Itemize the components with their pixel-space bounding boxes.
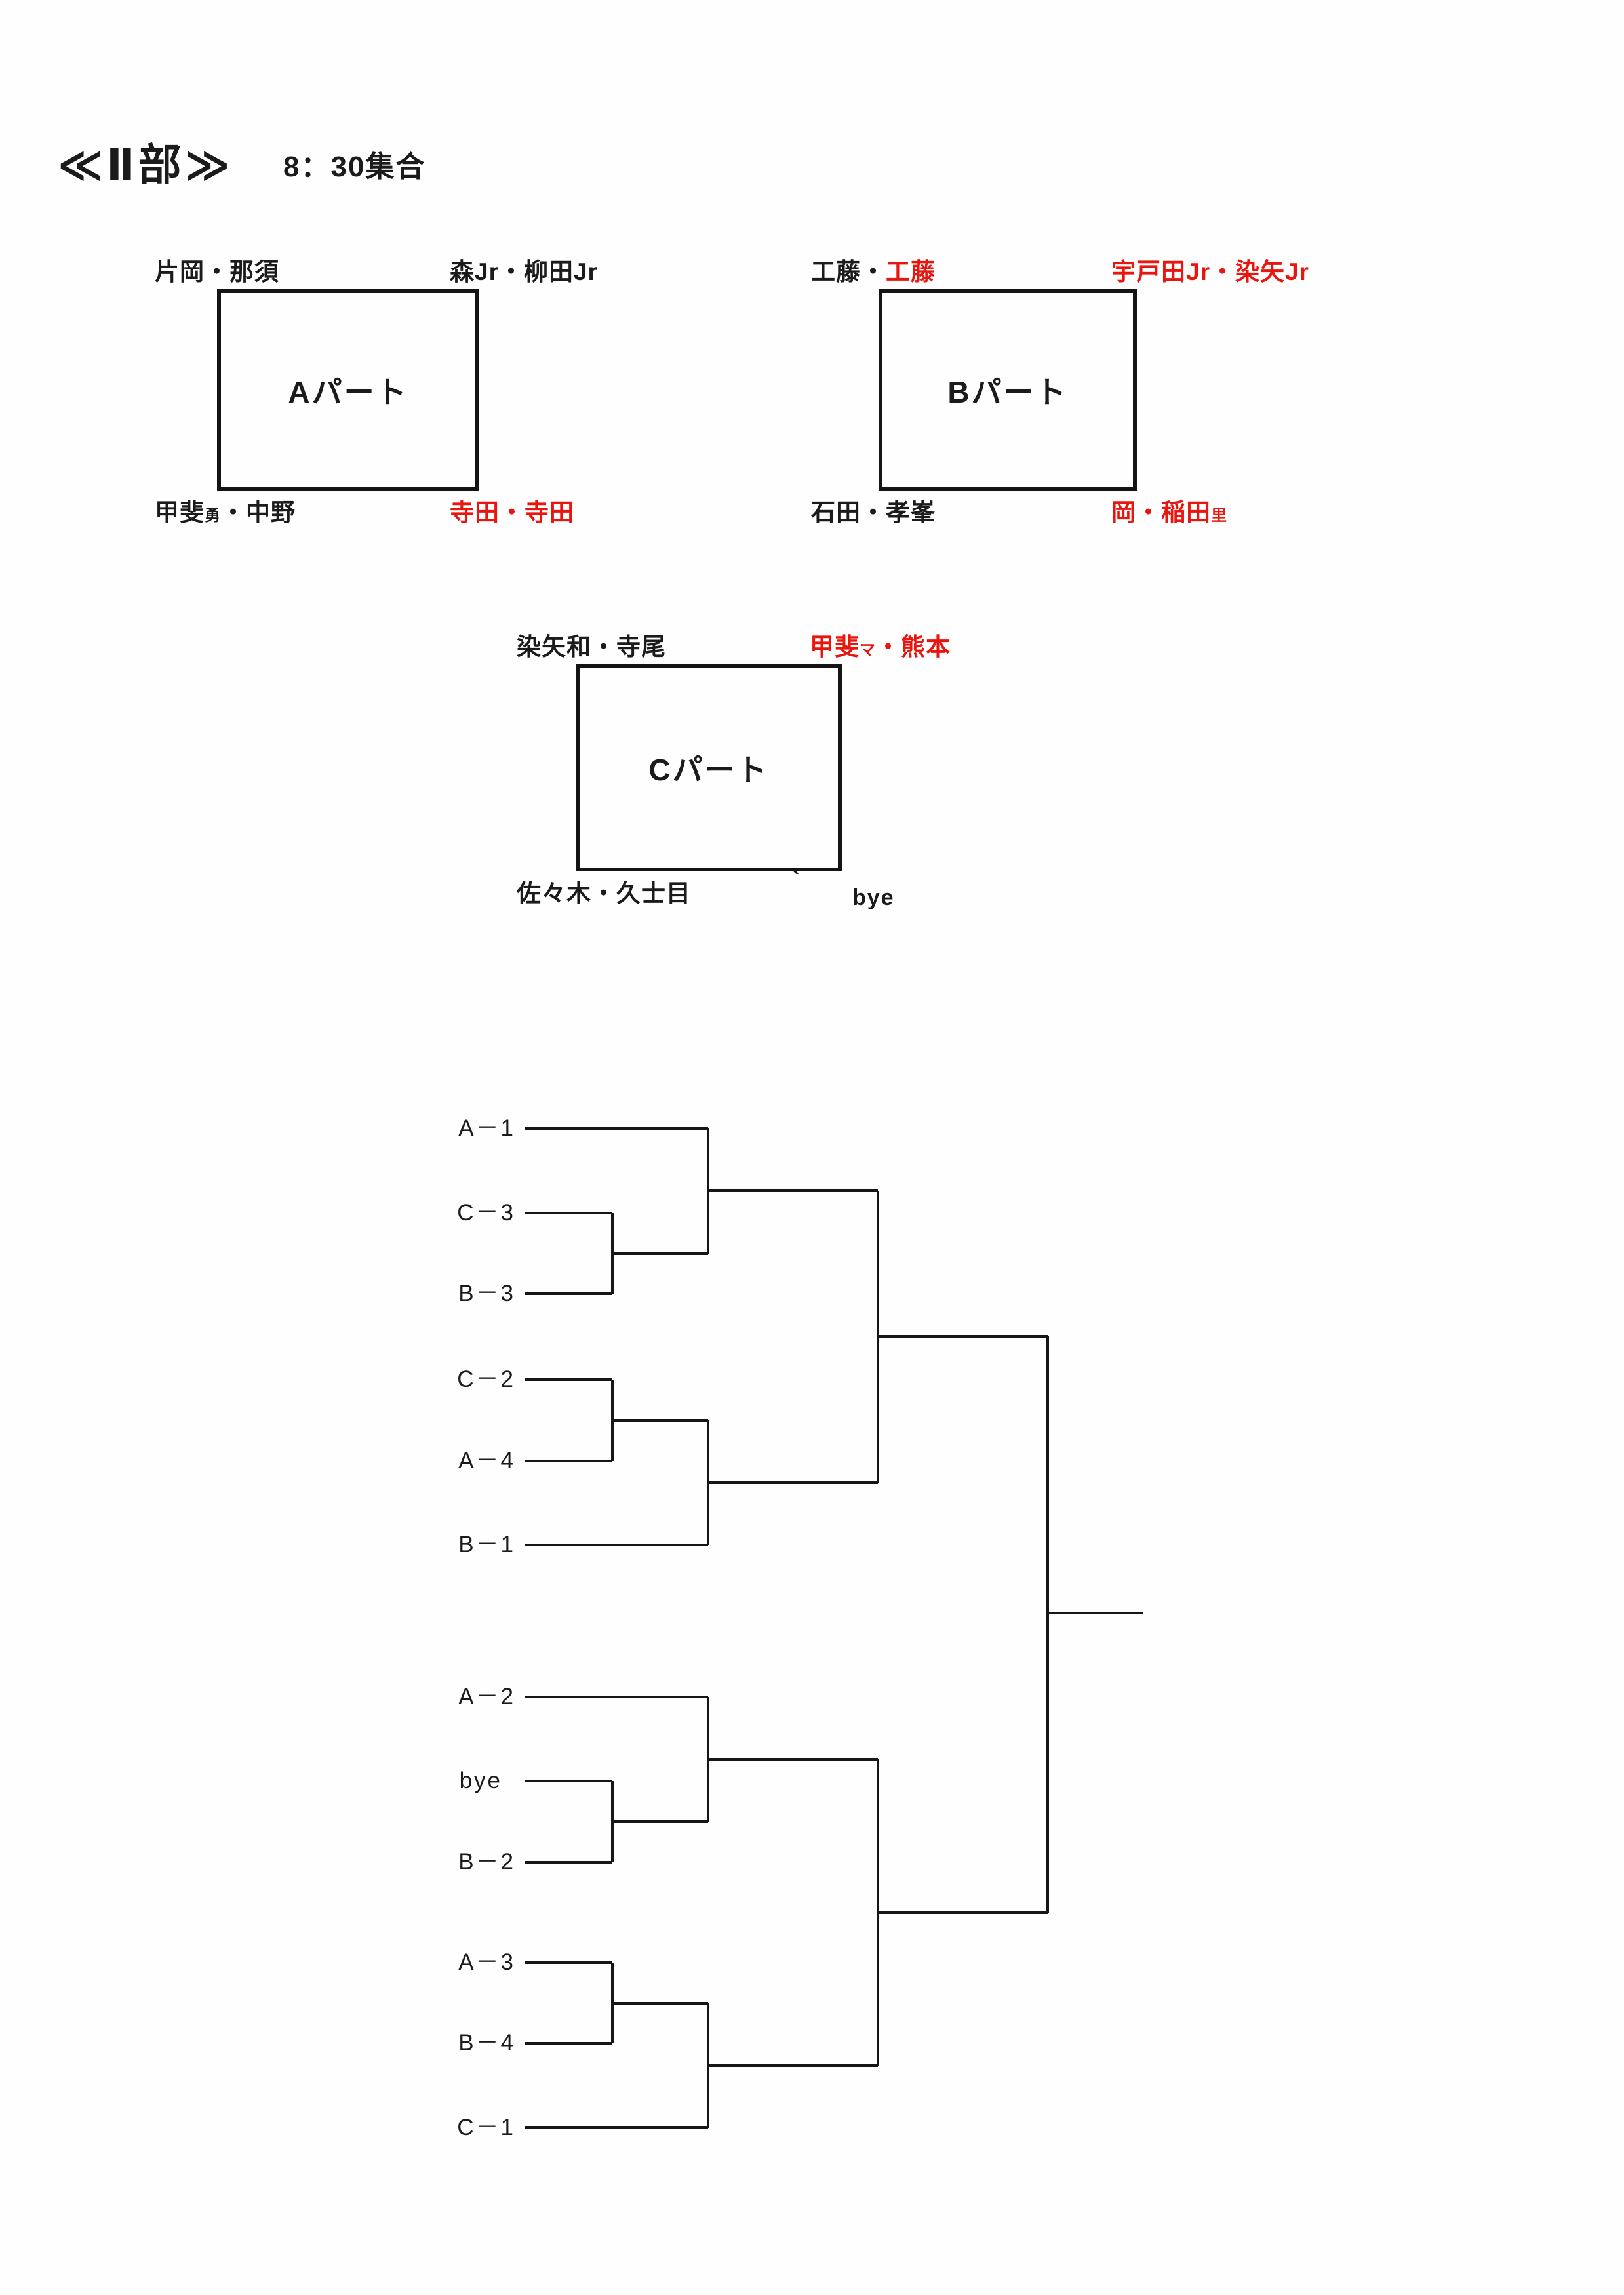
- name-segment: 甲斐: [810, 633, 860, 660]
- bracket-entry-bye: bye: [459, 1768, 502, 1793]
- team-c-top-left: 染矢和・寺尾: [517, 635, 666, 659]
- name-segment: 石田・孝峯: [811, 499, 936, 526]
- team-b-bottom-left: 石田・孝峯: [811, 500, 936, 525]
- name-segment: 佐々木・久士目: [517, 880, 691, 907]
- team-b-top-left: 工藤・工藤: [811, 260, 936, 284]
- team-c-bottom-left: 佐々木・久士目: [517, 881, 691, 906]
- group-box-b: Bパート: [879, 289, 1137, 491]
- team-c-top-right: 甲斐マ・熊本: [810, 635, 951, 659]
- name-segment: マ: [860, 641, 876, 659]
- stray-mark: ｀: [785, 872, 808, 897]
- name-segment: 甲斐: [155, 499, 205, 526]
- bracket-entry-a3: A－3: [458, 1949, 515, 1975]
- bracket-entry-c3: C－3: [457, 1200, 515, 1226]
- team-b-bottom-right: 岡・稲田里: [1111, 500, 1227, 525]
- group-box-c: Cパート: [576, 664, 842, 871]
- bracket-entry-b3: B－3: [458, 1281, 515, 1306]
- name-segment: 里: [1211, 507, 1227, 525]
- group-c-name: Cパート: [648, 753, 769, 787]
- team-a-top-left: 片岡・那須: [155, 260, 279, 284]
- name-segment: 勇: [205, 507, 221, 525]
- meeting-time: 8：30集合: [283, 151, 426, 183]
- bracket-entry-b2: B－2: [458, 1849, 515, 1875]
- name-segment: 岡・稲田: [1111, 499, 1211, 526]
- bracket-entry-a4: A－4: [458, 1448, 515, 1473]
- name-segment: ・熊本: [876, 633, 951, 660]
- bracket-entry-b4: B－4: [458, 2030, 515, 2056]
- team-c-bottom-right: bye: [852, 887, 895, 909]
- name-segment: 染矢和・寺尾: [517, 633, 666, 660]
- group-a-name: Aパート: [288, 375, 408, 409]
- team-a-top-right: 森Jr・柳田Jr: [450, 260, 598, 284]
- bracket-entry-c2: C－2: [457, 1367, 515, 1392]
- bracket-entry-c1: C－1: [457, 2115, 515, 2140]
- group-b-name: Bパート: [947, 375, 1068, 409]
- name-segment: ・中野: [221, 499, 296, 526]
- team-a-bottom-right: 寺田・寺田: [450, 500, 574, 525]
- bracket-entry-a1: A－1: [458, 1115, 515, 1141]
- name-segment: bye: [852, 885, 895, 910]
- group-box-a: Aパート: [217, 289, 479, 491]
- name-segment: 片岡・那須: [155, 258, 279, 285]
- section-title: ≪Ⅱ部≫: [58, 140, 233, 189]
- bracket-entry-b1: B－1: [458, 1532, 515, 1557]
- team-b-top-right: 宇戸田Jr・染矢Jr: [1111, 260, 1309, 284]
- name-segment: 宇戸田Jr・染矢Jr: [1111, 258, 1309, 285]
- name-segment: 工藤・: [811, 258, 886, 285]
- bracket-entry-a2: A－2: [458, 1684, 515, 1709]
- name-segment: 工藤: [886, 258, 936, 285]
- name-segment: 森Jr・柳田Jr: [450, 258, 598, 285]
- team-a-bottom-left: 甲斐勇・中野: [155, 500, 296, 525]
- name-segment: 寺田・寺田: [450, 499, 574, 526]
